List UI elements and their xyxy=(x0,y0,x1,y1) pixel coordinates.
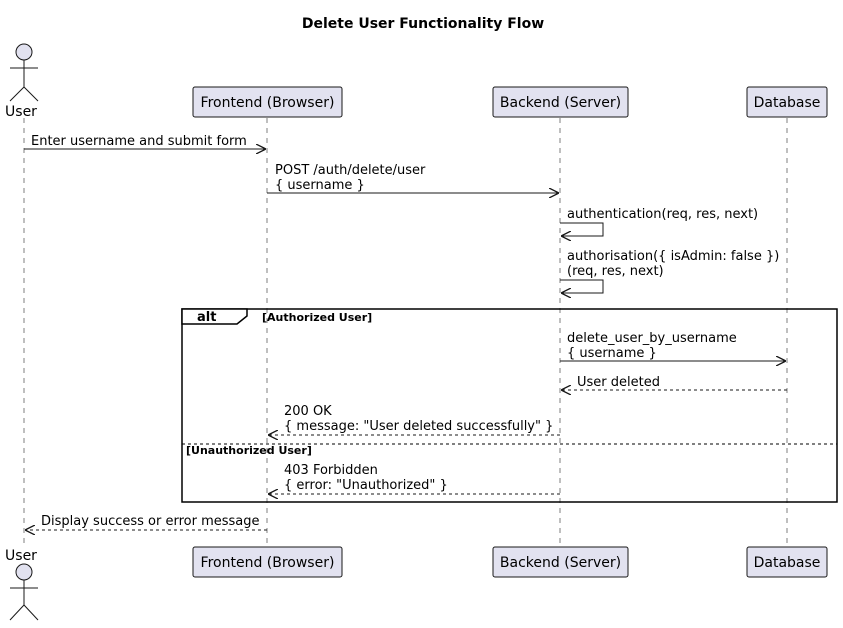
participant-label-user: User xyxy=(5,548,37,564)
alt-guard-authorized: [Authorized User] xyxy=(262,311,372,324)
participant-label-database: Database xyxy=(754,555,821,571)
participant-label-backend: Backend (Server) xyxy=(500,95,621,111)
message-submit-form: Enter username and submit form xyxy=(24,134,265,149)
message-authentication: authentication(req, res, next) xyxy=(560,207,758,236)
message-delete-user-by-username: delete_user_by_username { username } xyxy=(560,331,785,361)
message-403-forbidden: 403 Forbidden { error: "Unauthorized" } xyxy=(269,463,560,494)
message-label-line-2: { message: "User deleted successfully" } xyxy=(284,419,553,434)
message-label: Enter username and submit form xyxy=(31,134,247,149)
actor-icon xyxy=(9,563,39,621)
alt-frame xyxy=(181,308,838,503)
message-label-line-1: authorisation({ isAdmin: false }) xyxy=(567,249,779,264)
alt-keyword: alt xyxy=(197,310,216,325)
participant-label-database: Database xyxy=(754,95,821,111)
message-label: Display success or error message xyxy=(41,514,260,529)
participant-backend-bottom: Backend (Server) xyxy=(492,546,629,578)
message-display-result: Display success or error message xyxy=(26,514,267,530)
message-user-deleted: User deleted xyxy=(562,375,787,390)
message-label-line-1: 200 OK xyxy=(284,404,332,419)
participant-database-top: Database xyxy=(746,86,828,118)
self-message-arrow xyxy=(560,279,604,293)
participant-label-backend: Backend (Server) xyxy=(500,555,621,571)
actor-user-top: User xyxy=(5,43,39,120)
message-label-line-2: { username } xyxy=(275,178,365,193)
message-label-line-2: { error: "Unauthorized" } xyxy=(284,478,448,493)
participant-database-bottom: Database xyxy=(746,546,828,578)
participant-frontend-bottom: Frontend (Browser) xyxy=(192,546,343,578)
message-label-line-1: POST /auth/delete/user xyxy=(275,163,426,178)
alt-fragment: alt [Authorized User] [Unauthorized User… xyxy=(181,308,838,503)
message-label: User deleted xyxy=(577,375,660,390)
message-label-line-1: 403 Forbidden xyxy=(284,463,378,478)
alt-tab xyxy=(181,308,248,325)
diagram-title: Delete User Functionality Flow xyxy=(302,16,544,32)
self-message-arrow xyxy=(560,222,604,236)
participant-label-user: User xyxy=(5,104,37,120)
message-label-line-2: { username } xyxy=(567,346,657,361)
alt-guard-unauthorized: [Unauthorized User] xyxy=(186,444,312,457)
participant-backend-top: Backend (Server) xyxy=(492,86,629,118)
message-200-ok: 200 OK { message: "User deleted successf… xyxy=(269,404,560,435)
participant-label-frontend: Frontend (Browser) xyxy=(201,95,335,111)
participant-label-frontend: Frontend (Browser) xyxy=(201,555,335,571)
participant-frontend-top: Frontend (Browser) xyxy=(192,86,343,118)
message-label-line-2: (req, res, next) xyxy=(567,264,664,279)
message-authorisation: authorisation({ isAdmin: false }) (req, … xyxy=(560,249,779,293)
actor-icon xyxy=(9,43,39,102)
message-post-delete-user: POST /auth/delete/user { username } xyxy=(267,163,558,193)
message-label-line-1: delete_user_by_username xyxy=(567,331,737,346)
message-label: authentication(req, res, next) xyxy=(567,207,758,222)
actor-user-bottom: User xyxy=(5,548,39,621)
